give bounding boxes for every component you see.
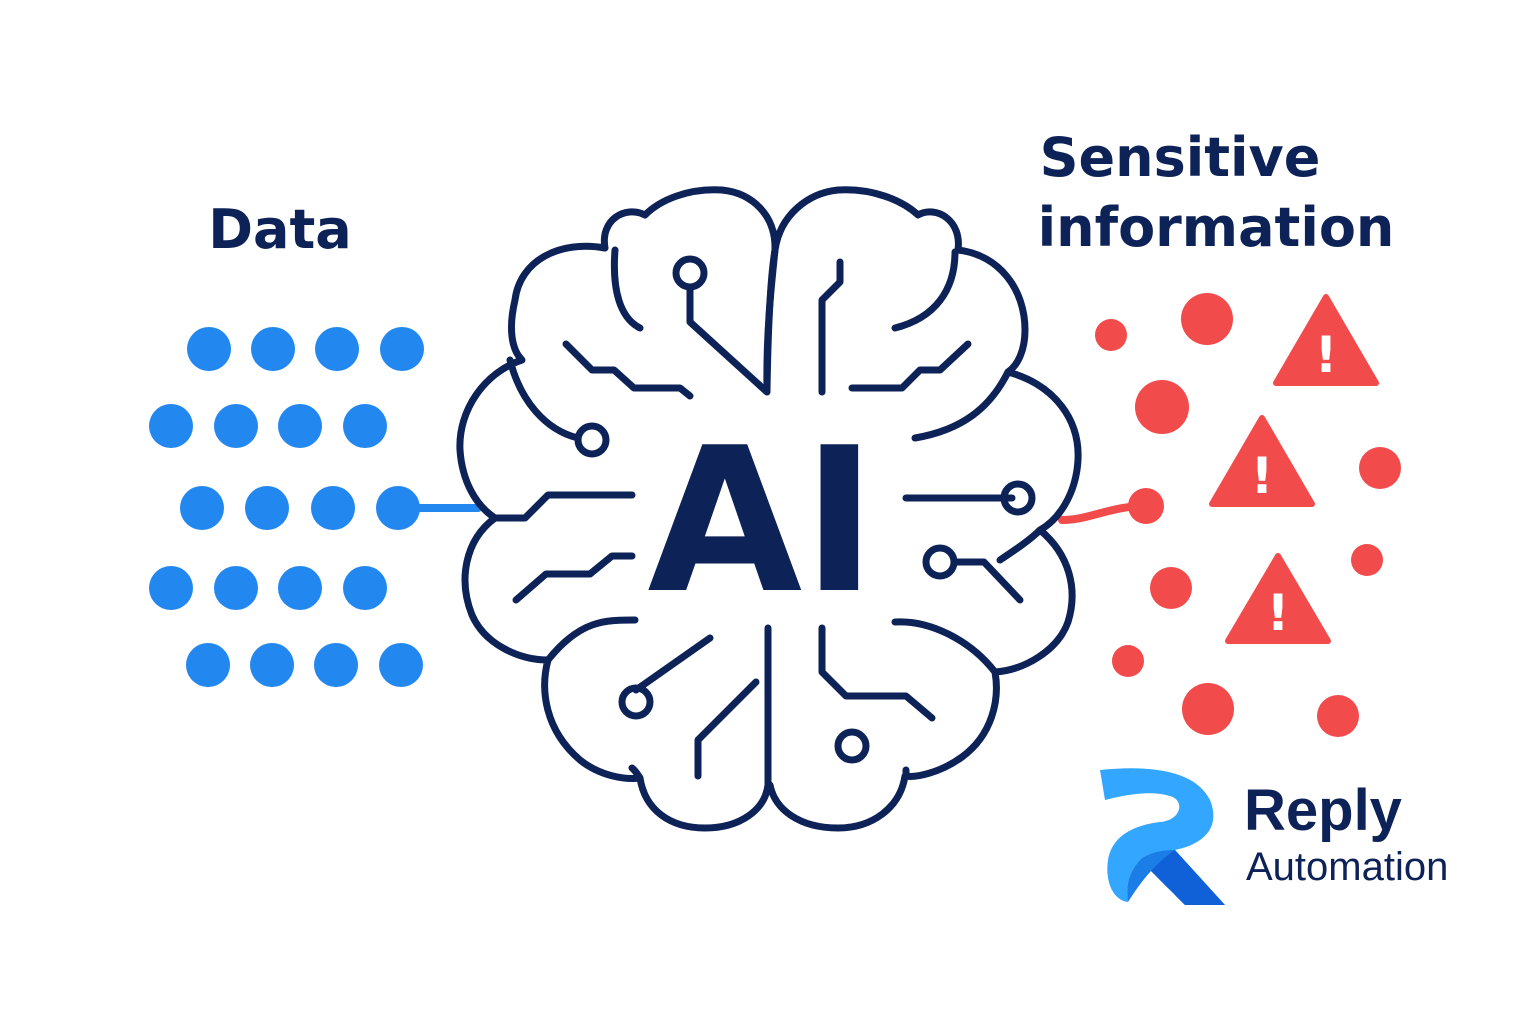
data-dot (278, 566, 322, 610)
data-dot (187, 327, 231, 371)
data-dot (311, 486, 355, 530)
data-dot (245, 486, 289, 530)
brand-name: Reply (1244, 778, 1402, 843)
warning-glyph: ! (1251, 447, 1274, 505)
data-dot (315, 327, 359, 371)
data-dot (343, 566, 387, 610)
sensitive-dots (1095, 293, 1401, 737)
data-dot (250, 643, 294, 687)
sensitive-dot (1135, 380, 1189, 434)
sensitive-dot (1359, 447, 1401, 489)
sensitive-label-line2: information (1038, 196, 1395, 259)
sensitive-dot (1317, 695, 1359, 737)
data-dot (214, 404, 258, 448)
brand-subtitle: Automation (1246, 845, 1448, 889)
reply-logo-icon (1100, 768, 1225, 905)
brain-circuit-icon (456, 186, 1082, 832)
ai-label: AI (647, 405, 876, 638)
brain-outline-right (763, 186, 1082, 832)
sensitive-dot (1095, 319, 1127, 351)
data-dot (214, 566, 258, 610)
data-dot (251, 327, 295, 371)
sensitive-dot (1182, 683, 1234, 735)
sensitive-dot (1150, 567, 1192, 609)
sensitive-dot (1351, 544, 1383, 576)
data-dot (180, 486, 224, 530)
data-dot (149, 566, 193, 610)
data-label: Data (208, 198, 352, 261)
warning-icon: ! (1273, 294, 1379, 386)
sensitive-dot (1181, 293, 1233, 345)
warning-icon: ! (1225, 553, 1331, 644)
connector-end-dot (1128, 488, 1164, 524)
data-dot (186, 643, 230, 687)
data-dot (149, 404, 193, 448)
data-dot (380, 327, 424, 371)
brain-outline-left (456, 186, 779, 832)
warning-glyph: ! (1315, 326, 1338, 384)
data-dot (343, 404, 387, 448)
data-dot (278, 404, 322, 448)
data-dot (314, 643, 358, 687)
data-dots (149, 327, 424, 687)
sensitive-label-line1: Sensitive (1040, 126, 1321, 189)
warning-glyph: ! (1267, 584, 1290, 642)
sensitive-dot (1112, 645, 1144, 677)
data-dot (379, 643, 423, 687)
warning-icon: ! (1209, 415, 1315, 507)
